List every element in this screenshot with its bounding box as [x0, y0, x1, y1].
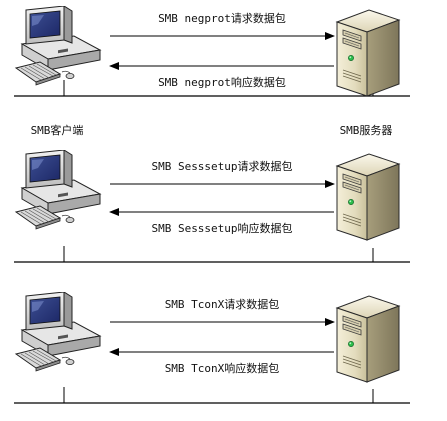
labels-layer: SMB negprot请求数据包 SMB negprot响应数据包 SMB客户端 SM…	[31, 11, 393, 375]
client-computer-icon	[15, 292, 101, 372]
server-icon	[336, 153, 400, 241]
server-label: SMB服务器	[340, 124, 393, 137]
message-arrows-layer	[109, 32, 335, 356]
server-icon	[336, 9, 400, 97]
client-computer-icon	[15, 150, 101, 230]
client-computer-icon	[15, 6, 101, 86]
client-label: SMB客户端	[31, 123, 84, 137]
request-label: SMB negprot请求数据包	[158, 11, 286, 25]
response-label: SMB negprot响应数据包	[158, 75, 286, 89]
request-label: SMB Sesssetup请求数据包	[151, 159, 292, 173]
server-icon	[336, 295, 400, 383]
request-label: SMB TconX请求数据包	[165, 297, 280, 311]
response-label: SMB TconX响应数据包	[165, 361, 280, 375]
network-lines-layer	[14, 80, 410, 404]
devices-layer	[15, 6, 400, 383]
response-label: SMB Sesssetup响应数据包	[151, 221, 292, 235]
